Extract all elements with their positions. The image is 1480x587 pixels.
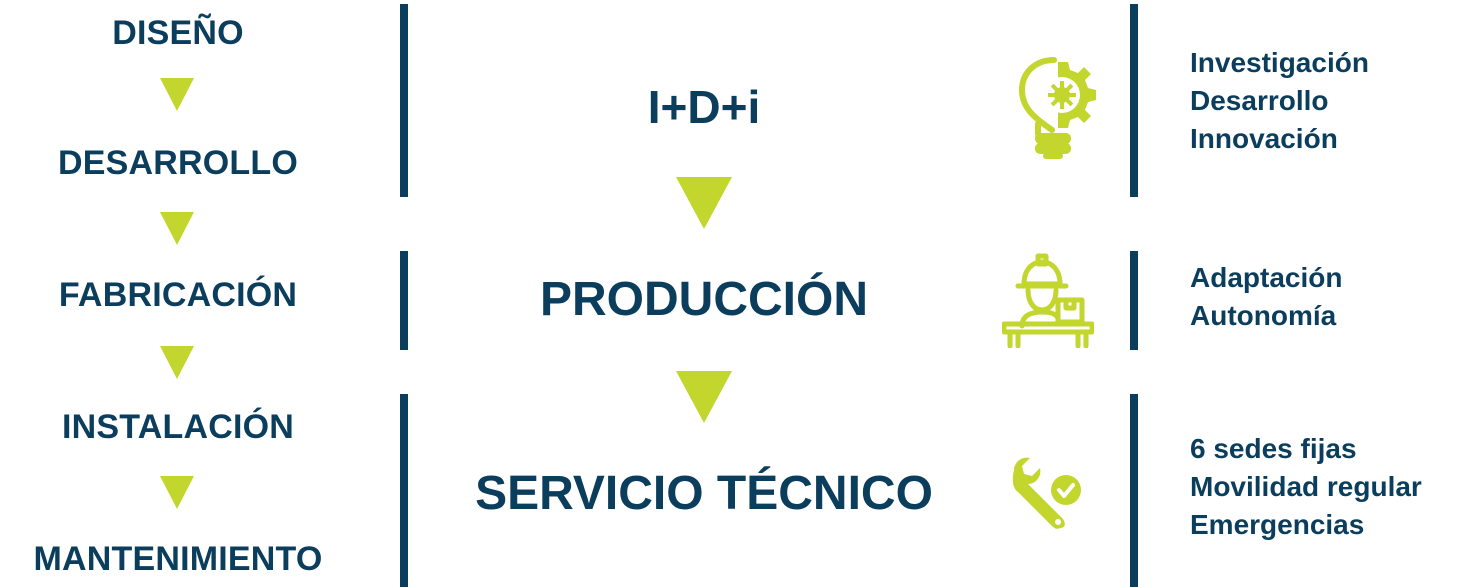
stage-diseno: DISEÑO <box>112 14 244 52</box>
arrow-down-icon <box>676 371 732 423</box>
servicio-features: 6 sedes fijas Movilidad regular Emergenc… <box>1190 430 1422 544</box>
feature-item: Desarrollo <box>1190 85 1329 116</box>
wrench-check-icon <box>1012 457 1081 529</box>
arrow-down-icon <box>160 212 194 245</box>
divider-bar <box>400 394 408 587</box>
pillar-title-produccion: PRODUCCIÓN <box>539 273 868 326</box>
feature-item: 6 sedes fijas <box>1190 433 1357 464</box>
arrow-down-icon <box>160 476 194 509</box>
pillar-title-idi: I+D+i <box>647 81 761 133</box>
stage-desarrollo: DESARROLLO <box>58 144 298 182</box>
feature-item: Innovación <box>1190 123 1338 154</box>
divider-bar <box>1130 251 1138 350</box>
feature-item: Movilidad regular <box>1190 471 1422 502</box>
stage-instalacion: INSTALACIÓN <box>62 408 294 446</box>
divider-bar <box>1130 394 1138 587</box>
divider-bar <box>400 4 408 197</box>
feature-item: Investigación <box>1190 47 1369 78</box>
lightbulb-gear-icon <box>1019 57 1096 159</box>
arrow-down-icon <box>676 177 732 229</box>
divider-bar <box>400 251 408 350</box>
feature-item: Adaptación <box>1190 262 1343 293</box>
arrow-down-icon <box>160 78 194 111</box>
divider-bar <box>1130 4 1138 197</box>
arrow-down-icon <box>160 346 194 379</box>
stage-mantenimiento: MANTENIMIENTO <box>33 540 323 578</box>
idi-features: Investigación Desarrollo Innovación <box>1190 44 1369 158</box>
stage-fabricacion: FABRICACIÓN <box>58 276 298 314</box>
feature-item: Emergencias <box>1190 509 1365 540</box>
worker-at-desk-icon <box>1002 253 1094 348</box>
feature-item: Autonomía <box>1190 300 1337 331</box>
pillar-title-servicio-tecnico: SERVICIO TÉCNICO <box>475 467 933 520</box>
produccion-features: Adaptación Autonomía <box>1190 259 1342 335</box>
